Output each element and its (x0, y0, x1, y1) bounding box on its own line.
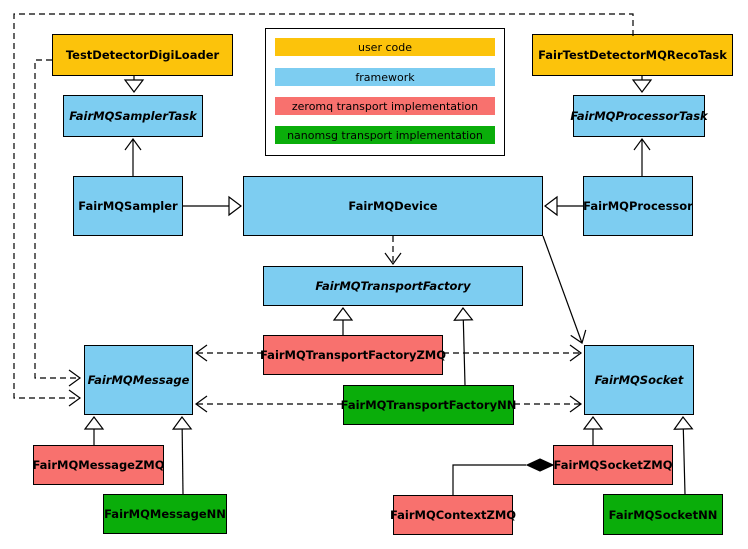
node-fairmqtransportfactory: FairMQTransportFactory (263, 266, 523, 306)
node-fairmqprocessor: FairMQProcessor (583, 176, 693, 236)
node-fairtestdetectormqrecotask: FairTestDetectorMQRecoTask (532, 34, 733, 76)
node-fairmqprocessortask: FairMQProcessorTask (570, 95, 708, 137)
legend-item-user-code: user code (275, 38, 495, 56)
legend-item-framework: framework (275, 68, 495, 86)
node-fairmqsampler: FairMQSampler (73, 176, 183, 236)
composition-diamond-icon (525, 458, 555, 472)
edge-comp-contextzmq-socketzmq (452, 464, 526, 495)
edge-inherit-factorynn-factory (453, 307, 474, 386)
node-fairmqsamplertask: FairMQSamplerTask (63, 95, 203, 137)
node-fairmqmessagezmq: FairMQMessageZMQ (32, 445, 165, 485)
node-fairmqdevice: FairMQDevice (243, 176, 543, 236)
node-fairmqtransportfactoryzmq: FairMQTransportFactoryZMQ (260, 335, 446, 375)
node-fairmqsocketnn: FairMQSocketNN (603, 494, 723, 535)
edge-assoc-device-socket (542, 235, 587, 344)
node-fairmqsocketzmq: FairMQSocketZMQ (553, 445, 673, 485)
node-testdetectordigiloader: TestDetectorDigiLoader (52, 34, 233, 76)
node-fairmqmessagenn: FairMQMessageNN (103, 494, 227, 534)
node-fairmqcontextzmq: FairMQContextZMQ (390, 495, 516, 535)
legend-item-nanomsg: nanomsg transport implementation (275, 126, 495, 144)
node-fairmqmessage: FairMQMessage (84, 345, 193, 415)
legend-item-zeromq: zeromq transport implementation (275, 97, 495, 115)
node-fairmqsocket: FairMQSocket (584, 345, 694, 415)
node-fairmqtransportfactorynn: FairMQTransportFactoryNN (341, 385, 516, 425)
edge-inherit-socketnn-socket (673, 416, 694, 495)
edge-inherit-messagenn-message (171, 416, 193, 495)
legend: user code framework zeromq transport imp… (265, 28, 505, 156)
